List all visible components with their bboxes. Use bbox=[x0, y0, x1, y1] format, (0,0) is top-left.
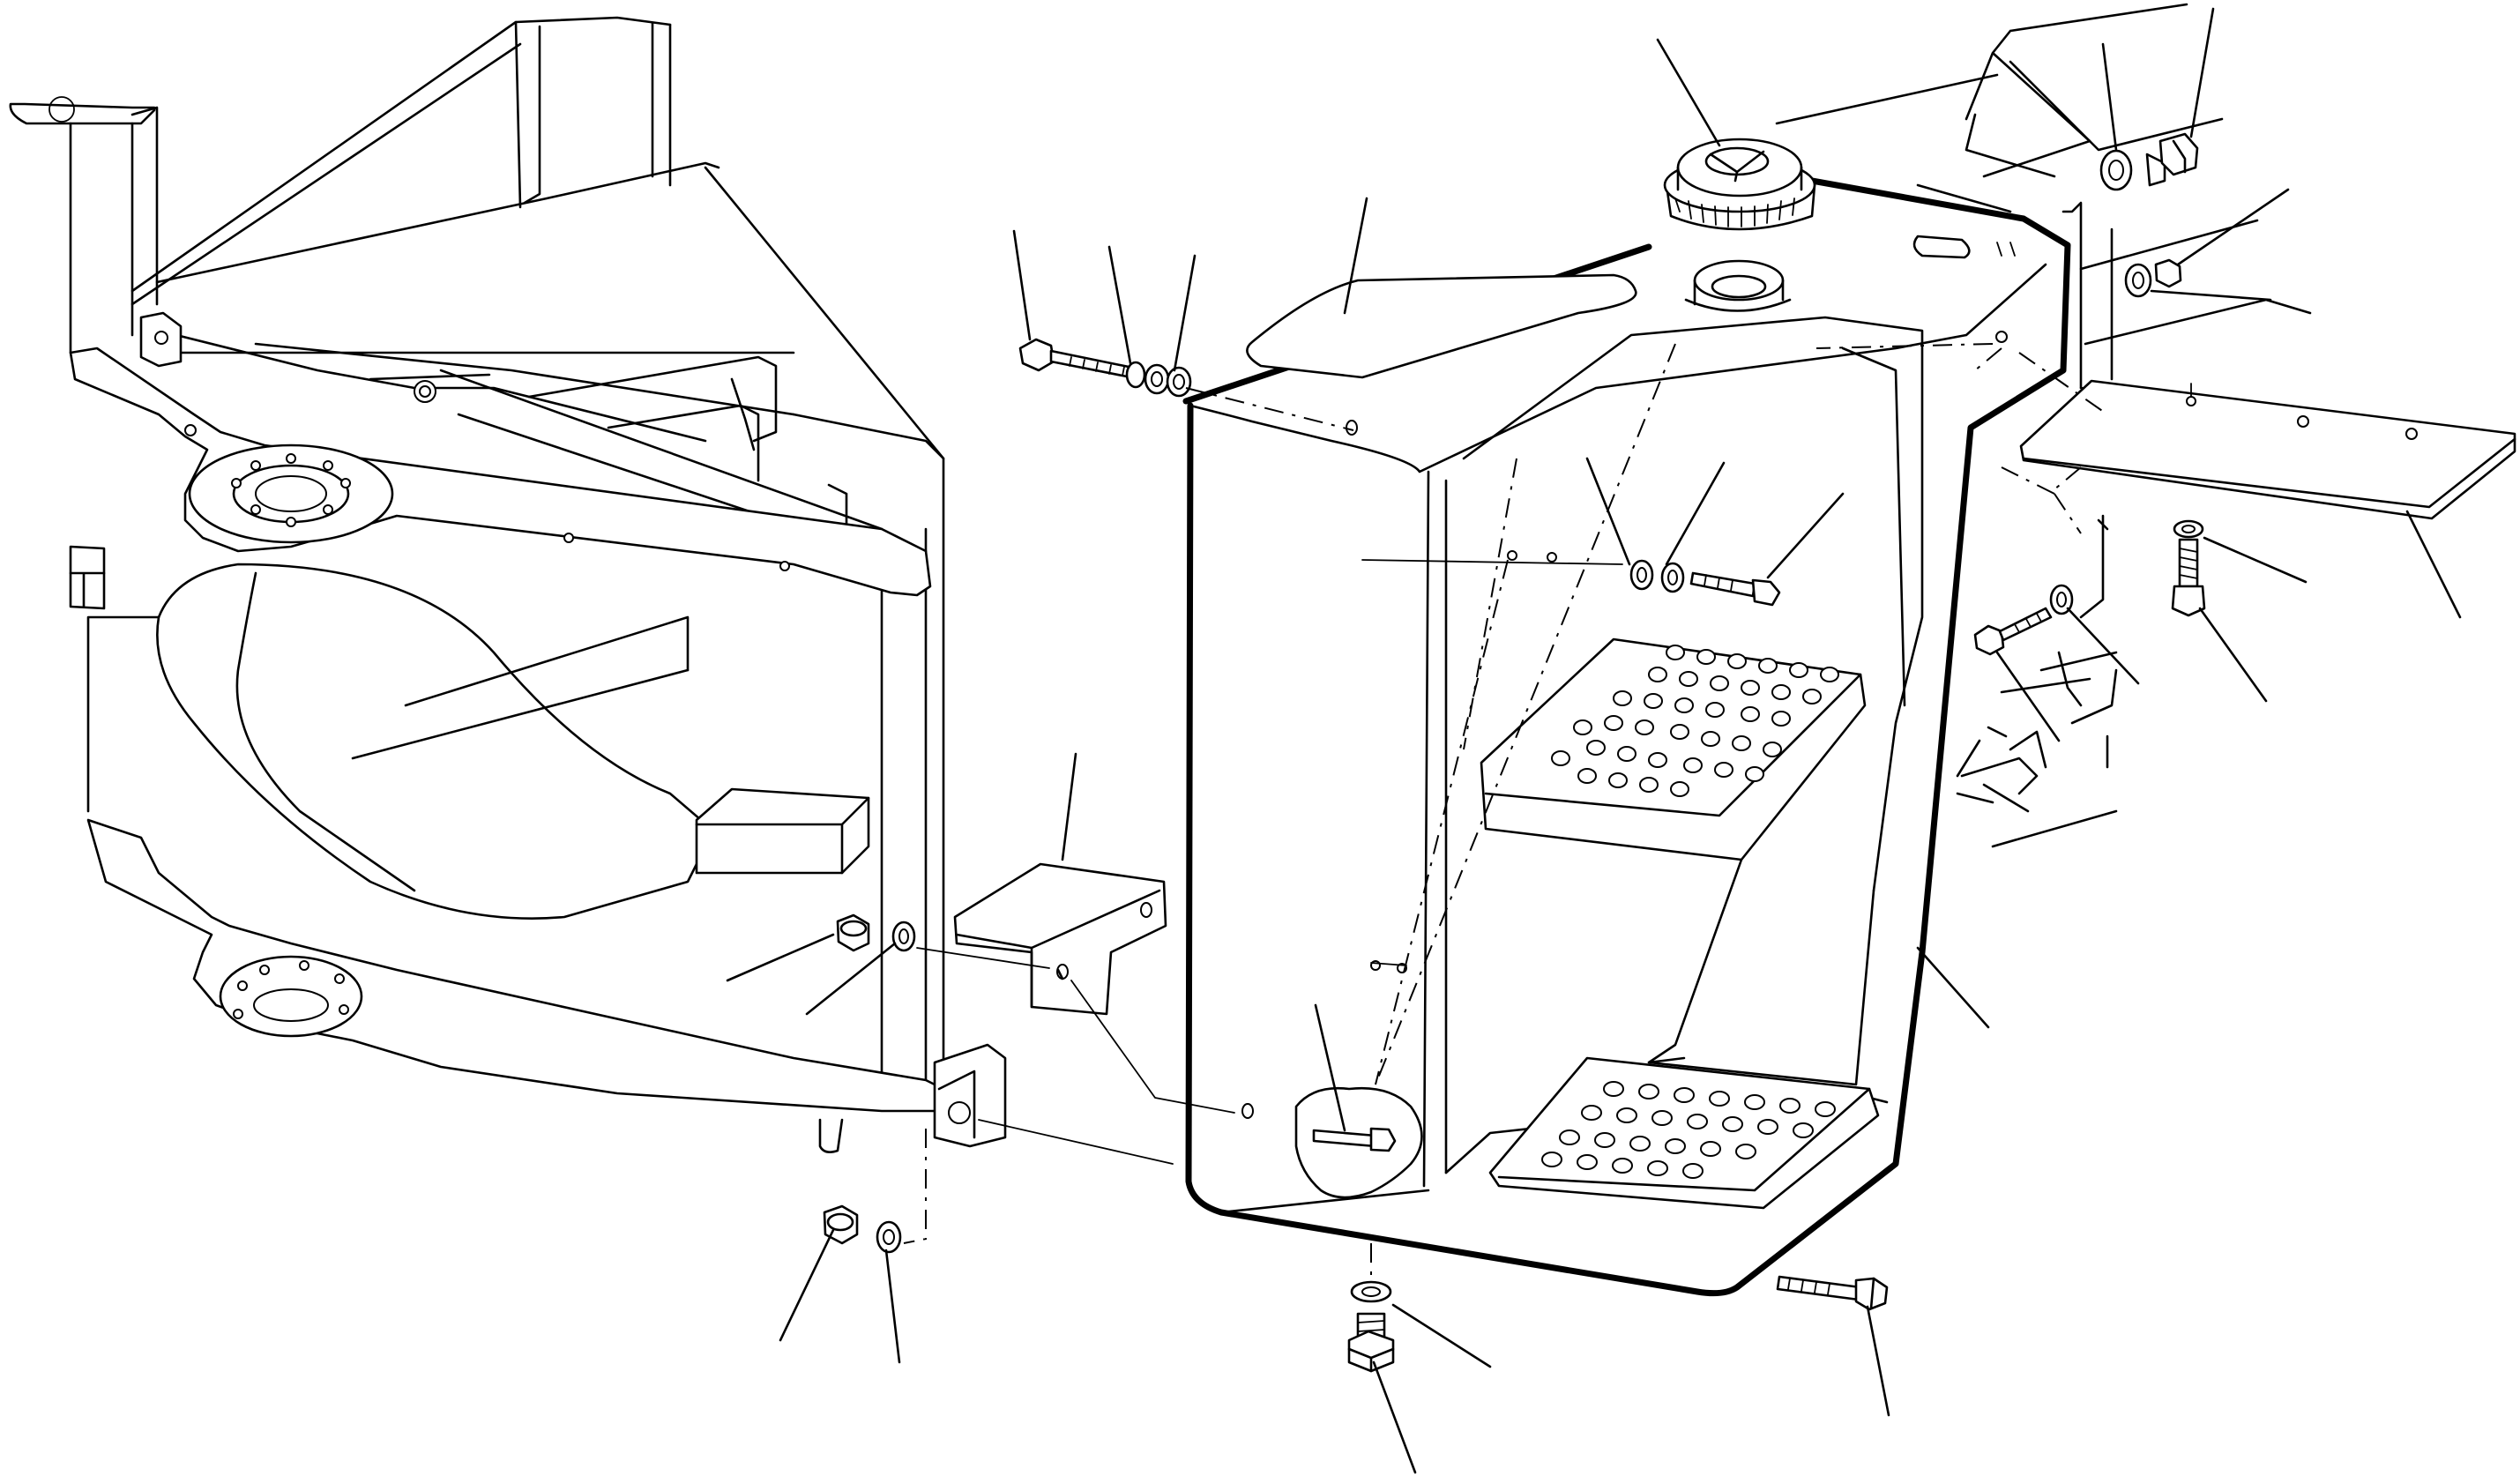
inspection-cover bbox=[1246, 273, 1637, 379]
right-frame bbox=[1775, 3, 2516, 848]
inner-opening bbox=[156, 563, 734, 920]
tank-assembly bbox=[1182, 138, 2071, 1297]
hitch-post bbox=[69, 106, 159, 354]
machine-frame bbox=[9, 16, 1007, 1153]
frame-mid-bolt bbox=[2124, 258, 2182, 298]
upper-step bbox=[1480, 637, 1867, 861]
tank-bottom-bolt bbox=[1776, 1275, 1889, 1311]
hitch-plate bbox=[9, 102, 156, 125]
hitch-hole bbox=[48, 96, 75, 123]
leader-lines bbox=[726, 7, 2462, 1474]
tank-bottom-nut bbox=[1347, 1280, 1395, 1373]
filler-neck bbox=[1693, 259, 1785, 302]
frame-top-bolt bbox=[2099, 132, 2199, 191]
cover-plate bbox=[2019, 379, 2516, 520]
tank-side-bolt bbox=[1973, 584, 2074, 656]
lower-step bbox=[1488, 1056, 1880, 1210]
lower-step-holes bbox=[1541, 1081, 1836, 1179]
bracket-nut bbox=[836, 913, 916, 952]
hardware bbox=[823, 132, 2206, 1373]
cover-plate-screw bbox=[2171, 519, 2206, 617]
upper-step-holes bbox=[1551, 645, 1839, 797]
tank-top-bolt bbox=[1018, 338, 1192, 398]
lower-nut bbox=[823, 1204, 902, 1254]
mounting-bracket bbox=[953, 862, 1167, 1016]
rubber-pad bbox=[695, 787, 870, 875]
frame-lower-bracket bbox=[933, 1043, 1007, 1148]
filler-cap bbox=[1663, 138, 1816, 231]
tank-mid-bolt bbox=[1629, 559, 1781, 607]
